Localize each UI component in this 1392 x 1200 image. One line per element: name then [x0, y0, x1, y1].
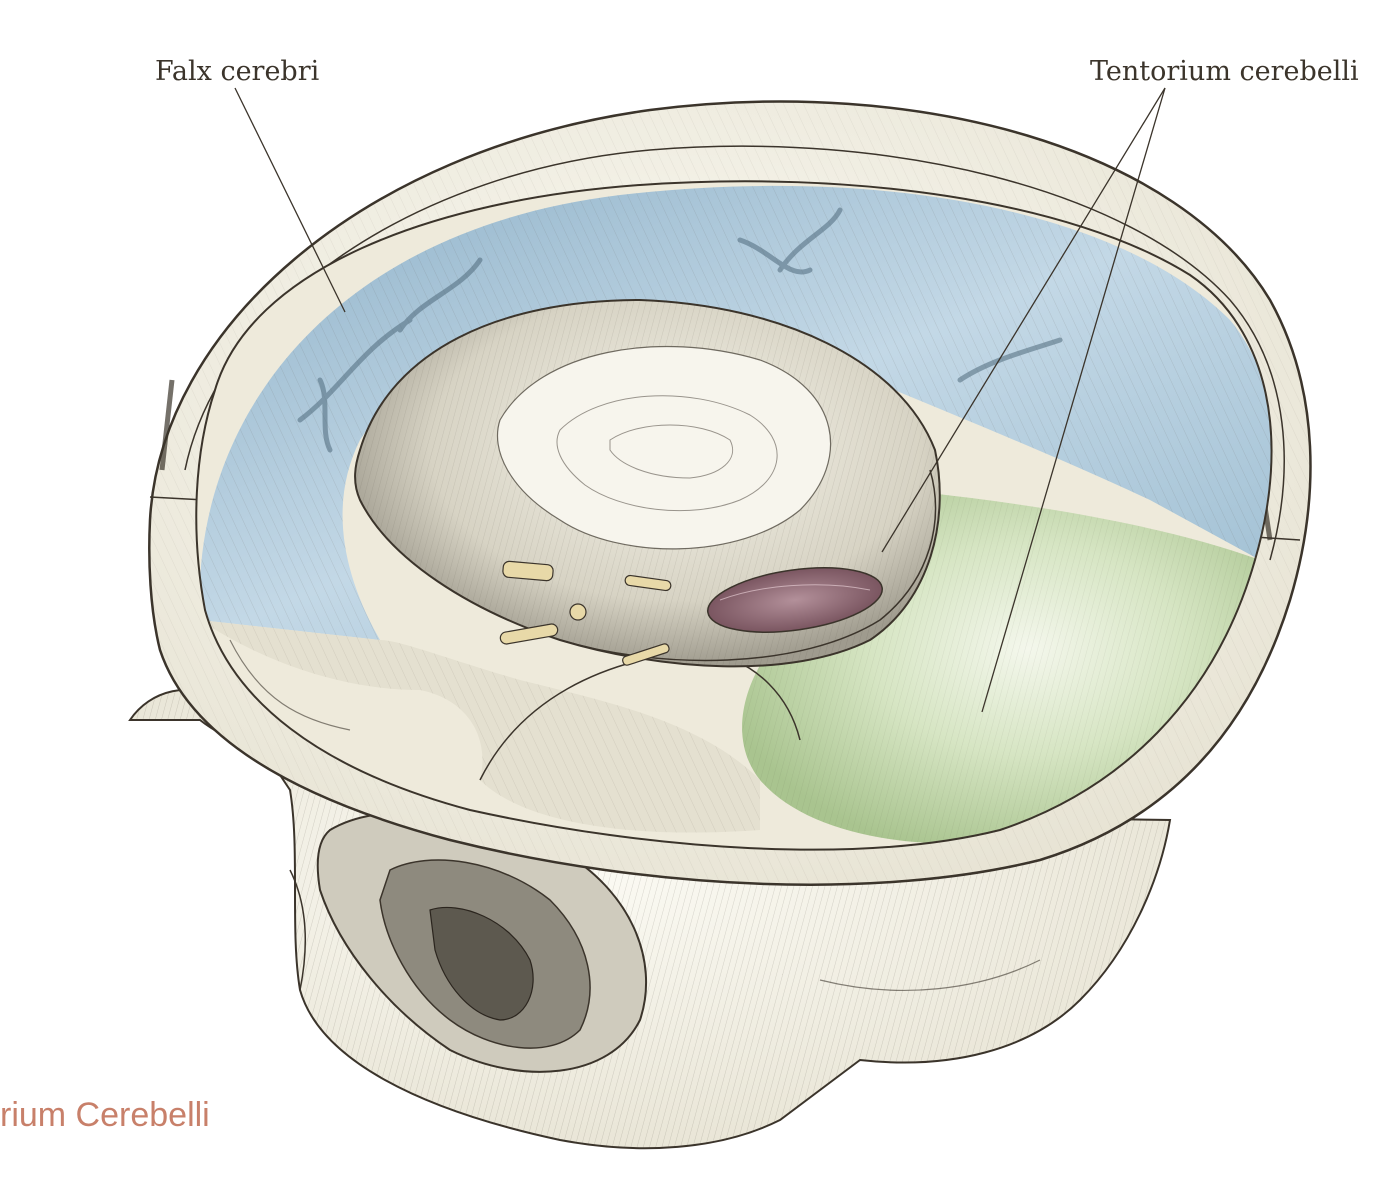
leader-lines — [234, 87, 1166, 713]
bone-fragments — [499, 560, 672, 666]
tentorium-cerebelli-label: Tentorium cerebelli — [1090, 56, 1359, 87]
figure-caption: rium Cerebelli — [0, 1096, 210, 1134]
sinus-vessel — [707, 567, 883, 633]
falx-cerebri-label: Falx cerebri — [155, 56, 320, 87]
